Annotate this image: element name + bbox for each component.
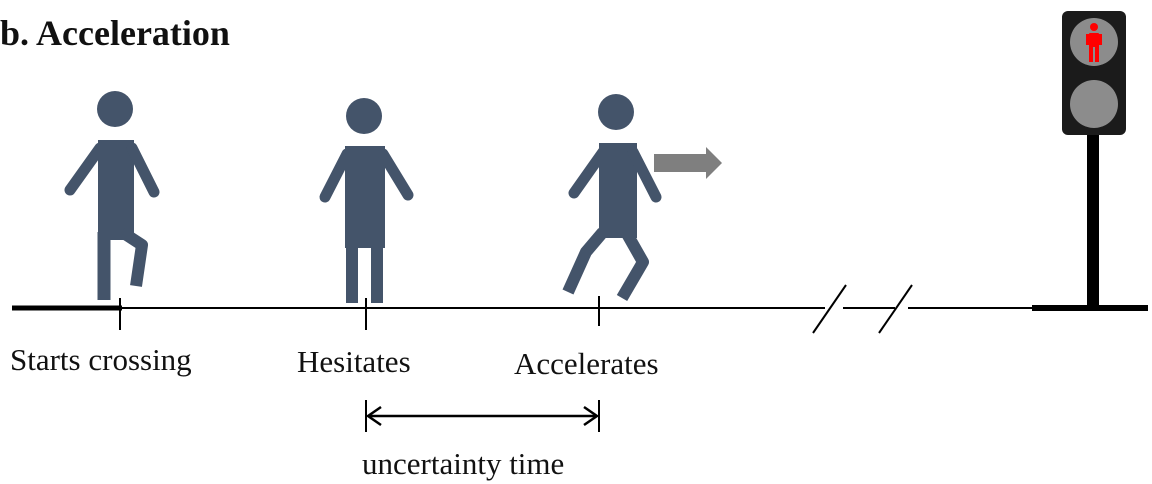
diagram-title: b. Acceleration (0, 13, 230, 53)
interval-arrowhead-left (365, 405, 382, 427)
uncertainty-time-label: uncertainty time (362, 446, 565, 481)
stage-label-starts-crossing: Starts crossing (10, 342, 192, 377)
axis-break-mark-1 (812, 284, 847, 334)
stage-label-hesitates: Hesitates (297, 344, 411, 379)
pedestrian-icon (64, 91, 160, 300)
interval-arrowhead-right (583, 405, 600, 427)
axis-break-mark-2 (878, 284, 913, 334)
traffic-light-icon (1032, 11, 1148, 311)
pedestrian-icon (562, 94, 662, 302)
motion-arrow-icon (654, 147, 722, 179)
stage-label-accelerates: Accelerates (514, 346, 659, 381)
pedestrian-icon (319, 98, 414, 303)
